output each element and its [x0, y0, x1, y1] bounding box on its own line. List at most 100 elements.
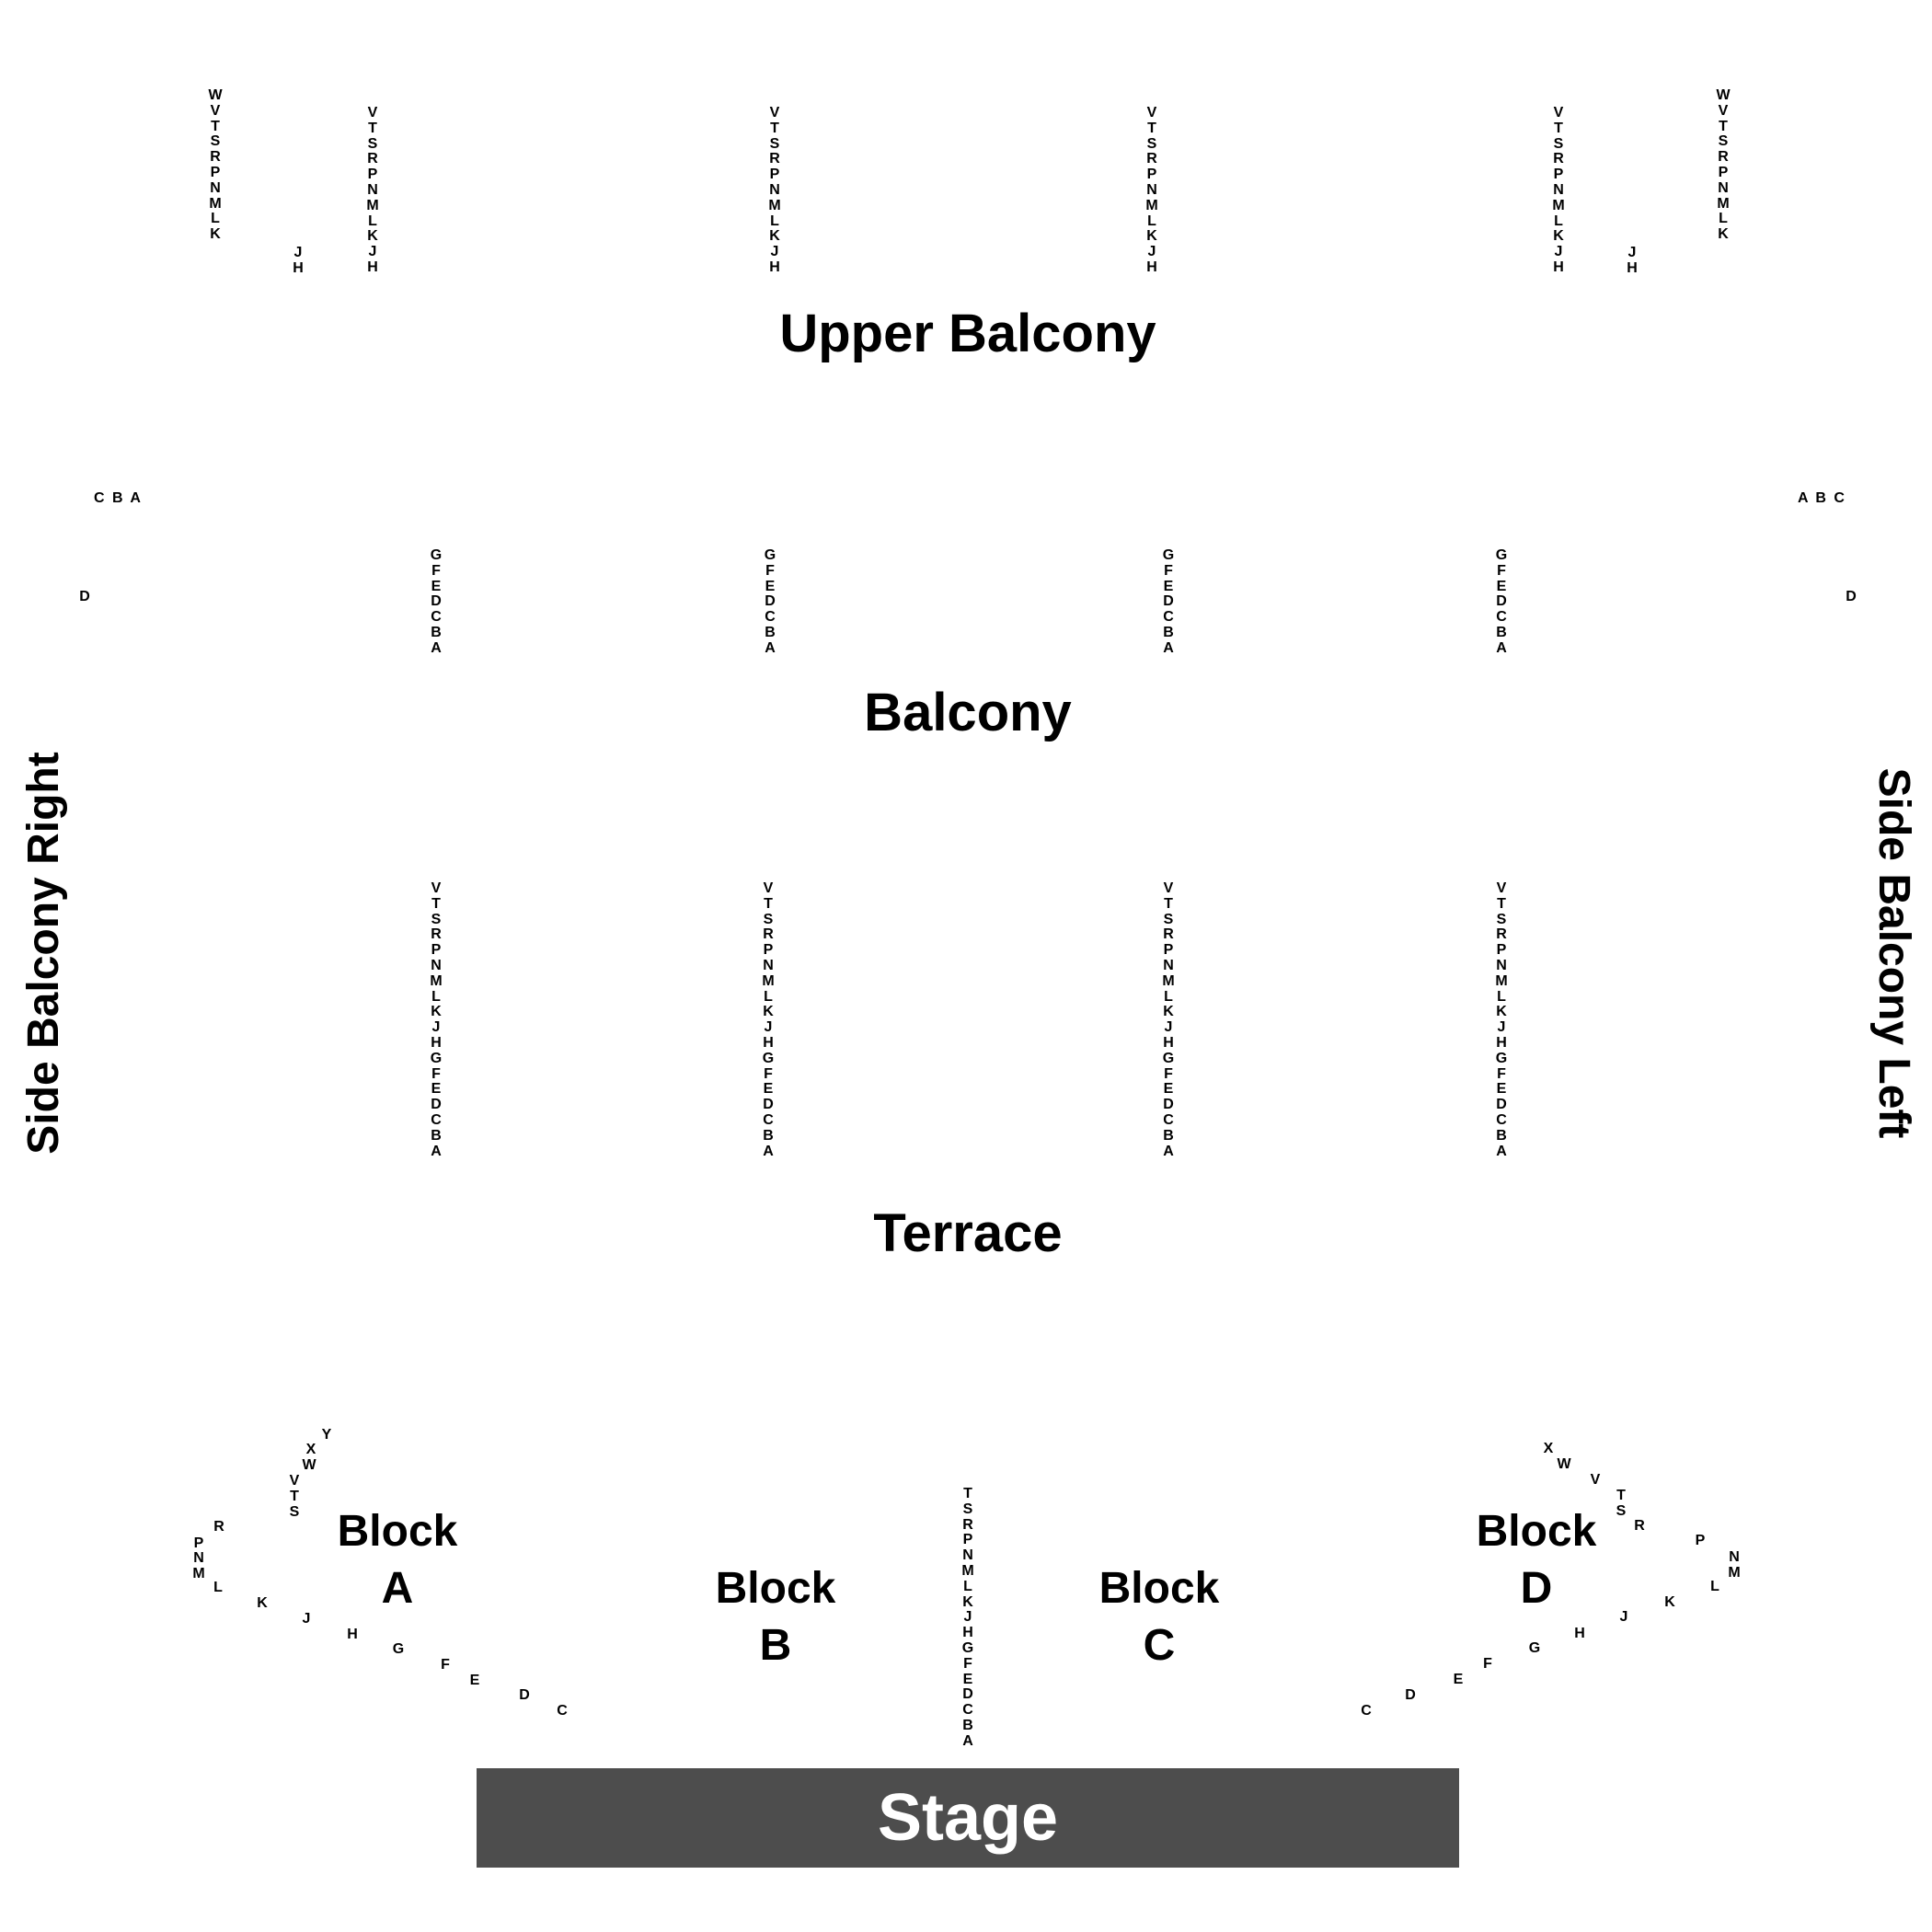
row-label: G — [1162, 1050, 1175, 1066]
row-label: B — [431, 624, 442, 640]
row-label: M — [1145, 197, 1158, 213]
row-label: R — [367, 151, 378, 167]
row-label: P — [1146, 167, 1157, 183]
row-label: H — [367, 259, 378, 275]
row-label: H — [763, 1034, 774, 1051]
row-label: J — [368, 244, 377, 260]
row-label: A — [1496, 1143, 1507, 1159]
row-label: B — [763, 1127, 774, 1144]
row-label: L — [1147, 213, 1156, 229]
row-label: G — [392, 1641, 405, 1657]
row-label: M — [1552, 197, 1565, 213]
row-label: E — [1496, 578, 1507, 594]
row-label: D — [519, 1687, 530, 1703]
row-label: P — [962, 1532, 973, 1548]
row-label: N — [1496, 957, 1507, 973]
row-label: R — [1496, 926, 1507, 943]
row-label: C — [431, 1111, 442, 1128]
row-label: P — [210, 164, 221, 180]
row-label: K — [962, 1593, 973, 1610]
row-label: V — [367, 105, 378, 121]
row-label: H — [1553, 259, 1564, 275]
row-label: T — [1554, 120, 1563, 136]
row-label: V — [1590, 1472, 1601, 1488]
row-label: K — [1146, 228, 1157, 245]
row-label: E — [431, 578, 442, 594]
row-label: E — [1453, 1672, 1464, 1687]
row-label: G — [764, 547, 776, 563]
row-label: C — [431, 609, 442, 626]
block-d-label: Block D — [1477, 1503, 1597, 1617]
side-right-rows-abc: A B C — [1798, 490, 1845, 506]
row-label: C — [1361, 1703, 1372, 1719]
row-label: H — [1627, 259, 1638, 276]
row-label: V — [1496, 880, 1507, 896]
block-d-letter: D — [1520, 1564, 1553, 1613]
row-label: M — [366, 197, 379, 213]
row-label: B — [765, 624, 776, 640]
row-label: T — [211, 118, 220, 134]
row-label: H — [769, 259, 780, 275]
row-label: J — [963, 1609, 972, 1626]
row-label: N — [1146, 181, 1157, 198]
row-label: N — [431, 957, 442, 973]
row-label: R — [213, 1519, 224, 1535]
row-label: E — [765, 578, 776, 594]
row-label: K — [367, 228, 378, 245]
row-label: Y — [321, 1427, 332, 1443]
row-label: N — [210, 179, 221, 196]
row-label: A — [765, 639, 776, 656]
row-label: L — [963, 1578, 972, 1594]
row-label: E — [1163, 578, 1174, 594]
row-label: F — [1164, 562, 1173, 579]
row-label: S — [1496, 911, 1507, 927]
row-label: F — [1497, 562, 1506, 579]
row-label: M — [1728, 1565, 1741, 1581]
row-label: R — [1146, 151, 1157, 167]
row-label: J — [1554, 244, 1563, 260]
row-label: P — [769, 167, 780, 183]
row-label: D — [1496, 593, 1507, 610]
row-label: J — [302, 1611, 311, 1627]
row-label: S — [1718, 133, 1729, 150]
row-label: A — [763, 1143, 774, 1159]
row-label: X — [305, 1442, 316, 1457]
row-label: J — [1627, 245, 1637, 260]
side-left-rows-abc: C B A — [94, 490, 141, 506]
row-label: K — [1496, 1004, 1507, 1020]
row-label: C — [765, 609, 776, 626]
row-label: F — [764, 1065, 773, 1082]
side-balcony-left-label: Side Balcony Left — [1869, 767, 1918, 1139]
row-label: N — [1718, 179, 1729, 196]
row-label: W — [1557, 1456, 1571, 1472]
stage-label: Stage — [877, 1781, 1059, 1855]
row-label: R — [763, 926, 774, 943]
row-label: L — [368, 213, 377, 229]
row-label: R — [1553, 151, 1564, 167]
row-label: E — [1496, 1081, 1507, 1098]
row-label: P — [1695, 1533, 1706, 1548]
row-label: V — [763, 880, 774, 896]
row-label: B — [1163, 1127, 1174, 1144]
row-label: P — [193, 1535, 204, 1551]
row-label: S — [289, 1504, 300, 1520]
row-label: D — [1496, 1097, 1507, 1113]
row-label: F — [1497, 1065, 1506, 1082]
row-label: H — [1146, 259, 1157, 275]
row-label: M — [209, 195, 222, 212]
row-label: S — [431, 911, 442, 927]
block-a-label: Block A — [338, 1503, 458, 1617]
row-label: A — [1163, 639, 1174, 656]
row-label: R — [962, 1516, 973, 1533]
row-label: G — [762, 1050, 775, 1066]
row-label: B — [962, 1717, 973, 1733]
block-d-word: Block — [1476, 1507, 1597, 1556]
row-label: S — [769, 135, 780, 152]
terrace-title: Terrace — [873, 1203, 1063, 1263]
